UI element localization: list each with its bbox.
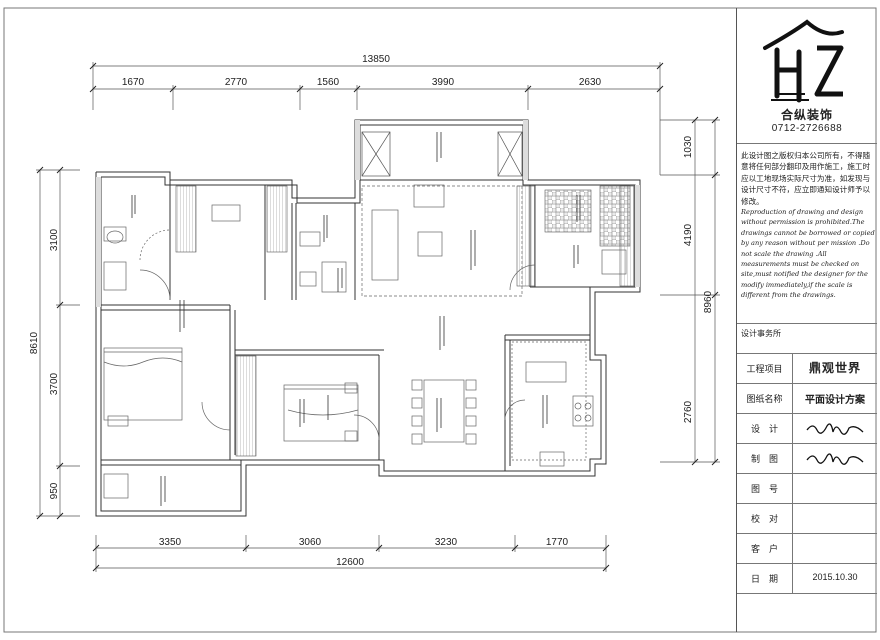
dimension-lines — [36, 62, 720, 572]
dim-top-4: 3990 — [432, 77, 455, 88]
divider — [737, 413, 877, 414]
label-designer: 设 计 — [750, 425, 778, 435]
copyright-notice: 此设计图之版权归本公司所有，不得随意将任何部分翻印及用作施工，施工时应以工地现场… — [741, 150, 875, 301]
dim-top-total: 13850 — [362, 54, 390, 65]
furniture — [103, 184, 627, 499]
divider — [737, 383, 877, 384]
notice-english: Reproduction of drawing and design witho… — [741, 208, 875, 300]
label-date: 日 期 — [750, 575, 778, 585]
dim-right-3: 2760 — [683, 400, 694, 423]
value-project: 鼎观世界 — [808, 361, 861, 375]
company-phone: 0712-2726688 — [771, 123, 843, 134]
label-client: 客 户 — [750, 545, 778, 555]
dim-bottom-1: 3350 — [159, 537, 182, 548]
divider — [737, 323, 877, 324]
company-logo: 合纵装饰 0712-2726688 — [737, 8, 877, 143]
company-logo-icon — [763, 19, 844, 103]
dim-right-1: 1030 — [683, 135, 694, 158]
label-drawing-name: 图纸名称 — [746, 395, 783, 405]
dim-top-1: 1670 — [122, 77, 145, 88]
divider — [737, 563, 877, 564]
label-project: 工程项目 — [746, 365, 783, 375]
dim-top-3: 1560 — [317, 77, 340, 88]
divider — [737, 503, 877, 504]
dim-top-2: 2770 — [225, 77, 248, 88]
dim-right-total: 8960 — [703, 290, 714, 313]
dim-bottom-total: 12600 — [336, 557, 364, 568]
designer-signature-icon — [806, 423, 864, 435]
dim-left-total: 8610 — [29, 331, 40, 354]
wall-infill — [96, 120, 640, 307]
label-checker: 校 对 — [750, 515, 778, 525]
label-drafter: 制 图 — [750, 455, 778, 465]
dim-bottom-2: 3060 — [299, 537, 322, 548]
divider — [737, 473, 877, 474]
walls — [95, 119, 641, 517]
value-date: 2015.10.30 — [812, 572, 858, 582]
dim-left-1: 3100 — [49, 228, 60, 251]
label-drawing-no: 图 号 — [750, 485, 778, 495]
divider — [737, 353, 877, 354]
divider — [737, 593, 877, 594]
notice-chinese: 此设计图之版权归本公司所有，不得随意将任何部分翻印及用作施工，施工时应以工地现场… — [741, 151, 871, 206]
company-name: 合纵装饰 — [780, 108, 833, 122]
dim-left-2: 3700 — [49, 372, 60, 395]
dim-bottom-4: 1770 — [546, 537, 569, 548]
value-drawing-name: 平面设计方案 — [805, 395, 865, 406]
dim-right-2: 4190 — [683, 223, 694, 246]
divider — [737, 533, 877, 534]
floor-plan: 13850 1670 2770 1560 3990 2630 3350 3060… — [29, 54, 720, 572]
wardrobes — [175, 185, 635, 457]
office-label: 设计事务所 — [741, 329, 781, 338]
divider — [737, 143, 877, 144]
title-block: 合纵装饰 0712-2726688 此设计图之版权归本公司所有，不得随意将任何部… — [736, 8, 877, 632]
dim-top-5: 2630 — [579, 77, 602, 88]
balcony-cabinets — [361, 131, 523, 177]
room-labels — [131, 132, 581, 506]
divider — [737, 443, 877, 444]
dim-left-3: 950 — [49, 482, 60, 499]
drafter-signature-icon — [806, 453, 864, 465]
dim-bottom-3: 3230 — [435, 537, 458, 548]
